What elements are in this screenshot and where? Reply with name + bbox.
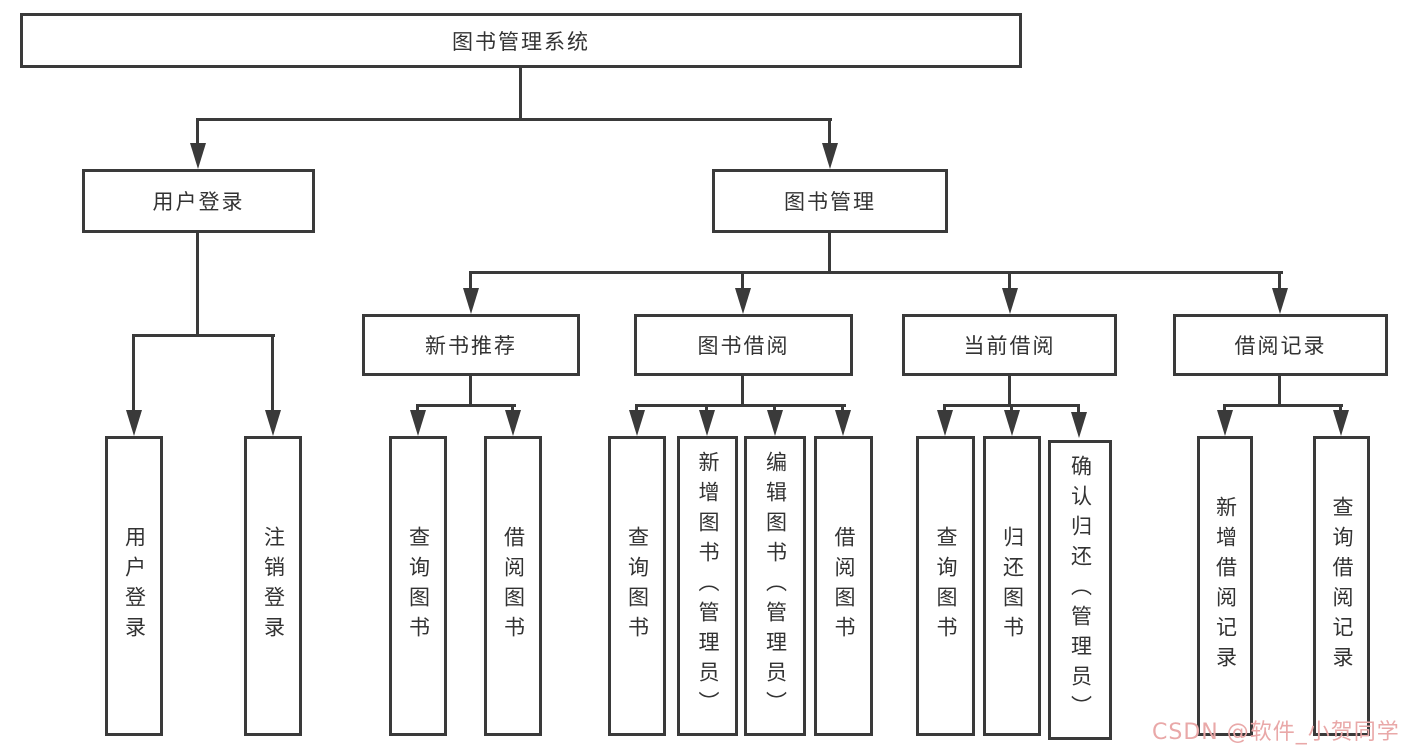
arrow-down-icon [822,143,838,169]
connector-line [469,376,472,407]
connector-line [943,404,946,414]
node-borrow-record: 借阅记录 [1173,314,1388,376]
connector-line [1008,271,1011,290]
leaf-borrow-edit-book-admin: 编辑图书（管理员） [744,436,806,736]
arrow-down-icon [190,143,206,169]
csdn-watermark: CSDN @软件_小贺同学 [1152,720,1400,745]
connector-line [196,233,199,337]
connector-line [469,271,1283,274]
connector-line [828,118,831,146]
connector-line [511,404,514,414]
arrow-down-icon [937,410,953,436]
arrow-down-icon [1002,288,1018,314]
connector-line [197,118,832,121]
connector-line [519,68,522,121]
connector-line [635,404,846,407]
connector-line [705,404,708,414]
leaf-current-confirm-return-admin: 确认归还（管理员） [1048,440,1112,740]
arrow-down-icon [1004,410,1020,436]
connector-line [196,118,199,146]
connector-line [1278,271,1281,290]
arrow-down-icon [505,410,521,436]
connector-line [132,334,275,337]
arrow-down-icon [767,410,783,436]
node-book-management: 图书管理 [712,169,948,233]
leaf-borrow-query-book: 查询图书 [608,436,666,736]
arrow-down-icon [1333,410,1349,436]
leaf-current-query-book: 查询图书 [916,436,975,736]
connector-line [841,404,844,414]
arrow-down-icon [463,288,479,314]
connector-line [741,271,744,290]
arrow-down-icon [1071,412,1087,438]
arrow-down-icon [699,410,715,436]
connector-line [1077,404,1080,414]
leaf-record-add-borrow-record: 新增借阅记录 [1197,436,1253,736]
arrow-down-icon [126,410,142,436]
connector-line [1008,376,1011,407]
connector-line [773,404,776,414]
connector-line [1010,404,1013,414]
leaf-user-login: 用户登录 [105,436,163,736]
connector-line [416,404,419,414]
connector-line [1223,404,1226,414]
leaf-recommend-query-book: 查询图书 [389,436,447,736]
arrow-down-icon [835,410,851,436]
leaf-borrow-add-book-admin: 新增图书（管理员） [677,436,738,736]
arrow-down-icon [1217,410,1233,436]
connector-line [416,404,516,407]
leaf-record-query-borrow-record: 查询借阅记录 [1313,436,1370,736]
connector-line [1223,404,1343,407]
arrow-down-icon [265,410,281,436]
connector-line [1339,404,1342,414]
connector-line [271,334,274,412]
node-user-login: 用户登录 [82,169,315,233]
leaf-borrow-borrow-book: 借阅图书 [814,436,873,736]
leaf-current-return-book: 归还图书 [983,436,1041,736]
node-root: 图书管理系统 [20,13,1022,68]
connector-line [1278,376,1281,407]
arrow-down-icon [735,288,751,314]
leaf-logout: 注销登录 [244,436,302,736]
connector-line [635,404,638,414]
connector-line [469,271,472,290]
arrow-down-icon [410,410,426,436]
node-book-borrow: 图书借阅 [634,314,853,376]
connector-line [741,376,744,407]
connector-line [828,233,831,274]
node-new-book-recommend: 新书推荐 [362,314,580,376]
arrow-down-icon [1272,288,1288,314]
connector-line [132,334,135,412]
leaf-recommend-borrow-book: 借阅图书 [484,436,542,736]
arrow-down-icon [629,410,645,436]
node-current-borrow: 当前借阅 [902,314,1117,376]
